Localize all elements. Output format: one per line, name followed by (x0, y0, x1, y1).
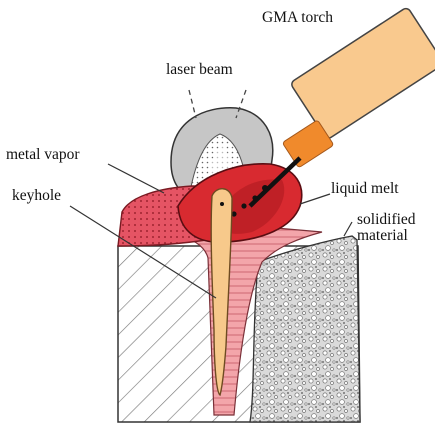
gma-torch-label: GMA torch (262, 10, 333, 26)
solidified-material-region (250, 236, 360, 422)
solidified-label-line2: material (357, 228, 435, 244)
leader-liquid-melt (300, 194, 330, 204)
leader-solidified (344, 222, 352, 236)
laser-beam-label: laser beam (166, 62, 233, 78)
keyhole-label: keyhole (12, 188, 61, 204)
solidified-label-line1: solidified (357, 212, 435, 228)
metal-vapor-label: metal vapor (6, 147, 80, 163)
liquid-melt-label: liquid melt (331, 181, 399, 197)
leader-metal-vapor (108, 164, 164, 193)
solidified-material-label: solidified material (357, 212, 435, 245)
